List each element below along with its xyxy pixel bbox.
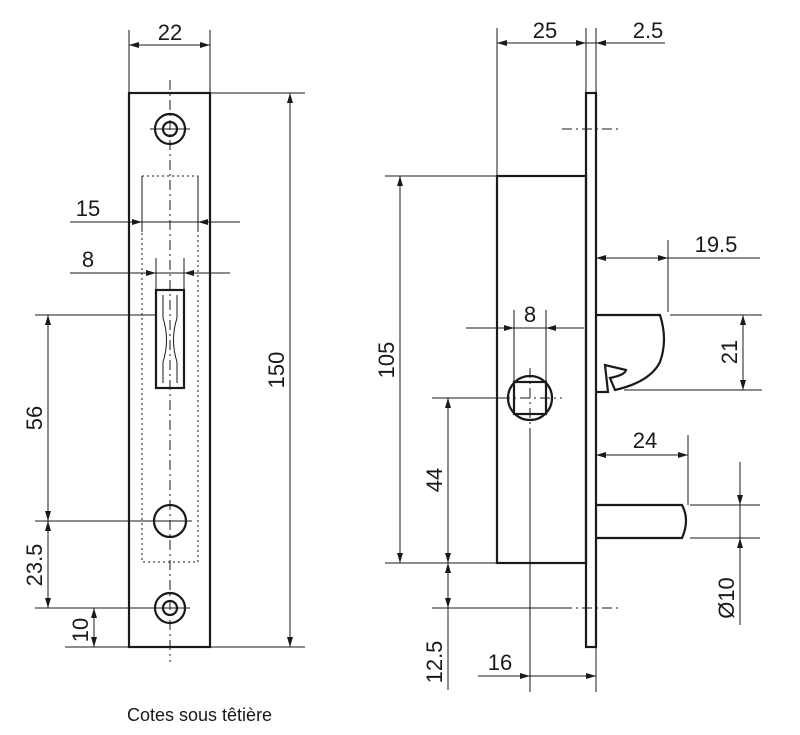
dim-label-25: 25 bbox=[533, 18, 557, 43]
dim-faceplate-width: 22 bbox=[128, 20, 211, 93]
dim-bottom-offset: 12.5 bbox=[422, 563, 562, 690]
dim-label-150: 150 bbox=[264, 352, 289, 389]
case-hidden-outline bbox=[141, 175, 199, 563]
dim-screw-to-screw: 23.5 bbox=[22, 521, 150, 609]
dim-label-21: 21 bbox=[717, 340, 742, 364]
screw-hole-bottom bbox=[150, 591, 190, 625]
dim-label-8-left: 8 bbox=[82, 247, 94, 272]
screw-hole-middle bbox=[148, 503, 192, 539]
dim-spindle-height: 44 bbox=[422, 397, 508, 563]
dim-bolt-diameter: Ø10 bbox=[690, 462, 760, 625]
latch-bolt bbox=[596, 313, 666, 394]
dim-case-width: 15 bbox=[70, 176, 240, 232]
dim-label-8-right: 8 bbox=[524, 302, 536, 327]
dim-faceplate-thickness: 2.5 bbox=[596, 18, 665, 46]
dim-label-19-5: 19.5 bbox=[695, 232, 738, 257]
dim-faceplate-length: 150 bbox=[210, 92, 305, 648]
dim-bolt-projection: 24 bbox=[596, 428, 689, 505]
lock-case bbox=[495, 174, 588, 565]
dim-label-15: 15 bbox=[76, 196, 100, 221]
dim-spindle-square: 8 bbox=[466, 302, 584, 382]
dim-backset: 16 bbox=[478, 430, 597, 692]
dim-screw-to-end: 10 bbox=[65, 608, 129, 648]
dim-case-height: 105 bbox=[374, 175, 497, 564]
screw-hole-top bbox=[150, 112, 190, 146]
faceplate-view: 22 15 8 150 bbox=[22, 20, 305, 662]
dim-label-12-5: 12.5 bbox=[422, 641, 447, 684]
dim-case-depth: 25 bbox=[496, 18, 597, 176]
side-view: 25 2.5 105 19.5 bbox=[374, 18, 762, 692]
dim-label-44: 44 bbox=[422, 468, 447, 492]
dead-bolt bbox=[596, 503, 688, 540]
dim-latch-to-screw: 56 bbox=[22, 314, 156, 522]
dim-label-2-5: 2.5 bbox=[633, 18, 664, 43]
side-faceplate bbox=[584, 91, 598, 649]
caption: Cotes sous têtière bbox=[127, 705, 272, 725]
dim-latch-height: 21 bbox=[624, 314, 762, 391]
dim-label-diameter-10: Ø10 bbox=[714, 577, 739, 619]
latch-opening bbox=[154, 288, 186, 390]
dim-label-16: 16 bbox=[488, 650, 512, 675]
spindle-hub bbox=[500, 368, 562, 430]
dim-label-23-5: 23.5 bbox=[22, 544, 47, 587]
dim-label-105: 105 bbox=[374, 342, 399, 379]
dim-label-56: 56 bbox=[22, 406, 47, 430]
dim-label-22: 22 bbox=[158, 20, 182, 45]
latch-bevel bbox=[162, 295, 178, 383]
dim-label-24: 24 bbox=[633, 428, 657, 453]
dim-latch-projection: 19.5 bbox=[596, 232, 760, 312]
dim-latch-width: 8 bbox=[70, 247, 230, 290]
dim-label-10: 10 bbox=[68, 618, 93, 642]
